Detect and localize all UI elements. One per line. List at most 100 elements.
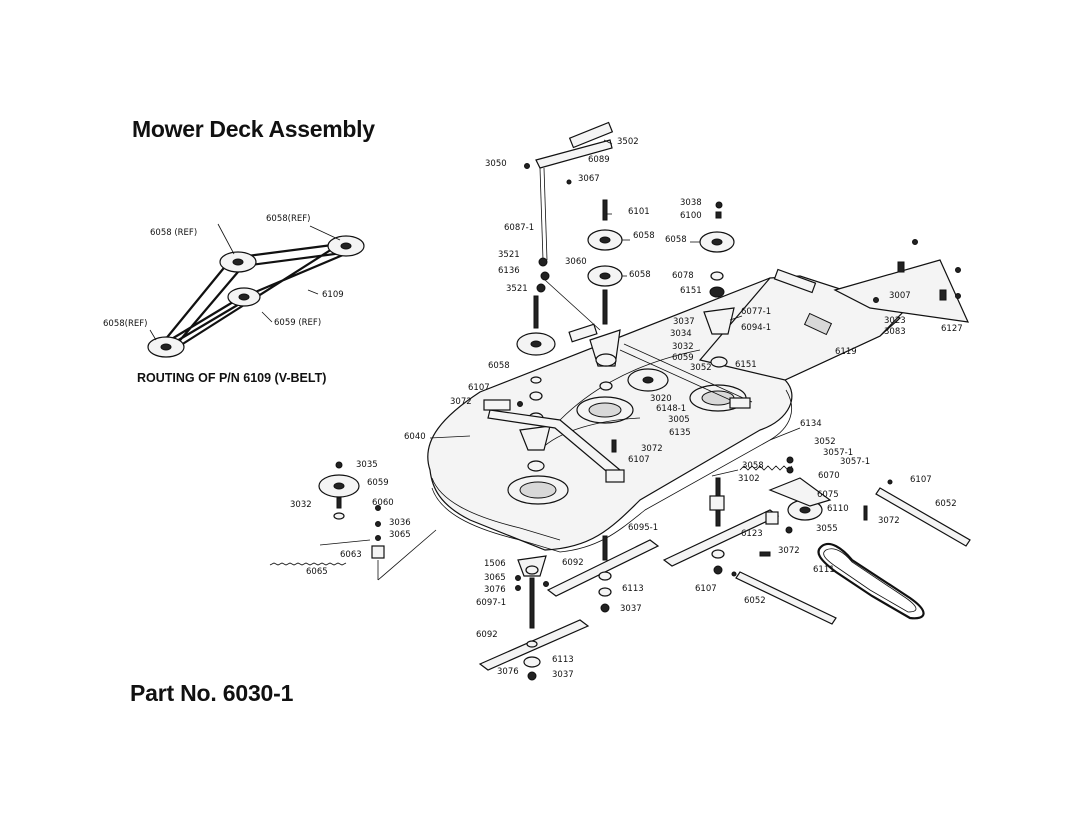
callout-6107: 6107 xyxy=(628,455,650,465)
callout-3037: 3037 xyxy=(673,317,695,327)
callout-3005: 3005 xyxy=(668,415,690,425)
callout-6110: 6110 xyxy=(827,504,849,514)
callout-6092: 6092 xyxy=(476,630,498,640)
rear-bracket-6127 xyxy=(833,239,969,323)
callout-3076: 3076 xyxy=(484,585,506,595)
routing-caption: ROUTING OF P/N 6109 (V-BELT) xyxy=(137,371,327,385)
callout-6059: 6059 xyxy=(672,353,694,363)
callout-6052: 6052 xyxy=(935,499,957,509)
callout-6135: 6135 xyxy=(669,428,691,438)
callout-6052: 6052 xyxy=(744,596,766,606)
callout-6136: 6136 xyxy=(498,266,520,276)
callout-6077-1: 6077-1 xyxy=(741,307,771,317)
callout-6089: 6089 xyxy=(588,155,610,165)
callout-3502: 3502 xyxy=(617,137,639,147)
callout-3037: 3037 xyxy=(620,604,642,614)
part-number: Part No. 6030-1 xyxy=(130,680,294,706)
callout-3036: 3036 xyxy=(389,518,411,528)
callout-3055: 3055 xyxy=(816,524,838,534)
callout-6101: 6101 xyxy=(628,207,650,217)
callout-6123: 6123 xyxy=(741,529,763,539)
right-idler-assembly xyxy=(709,456,832,534)
callout-1506: 1506 xyxy=(484,559,506,569)
top-pulley-stack-right xyxy=(699,201,735,368)
callout-6087-1: 6087-1 xyxy=(504,223,534,233)
callout-6058: 6058 xyxy=(665,235,687,245)
callout-6097-1: 6097-1 xyxy=(476,598,506,608)
callout-3032: 3032 xyxy=(672,342,694,352)
callout-6063: 6063 xyxy=(340,550,362,560)
callout-3057-1: 3057-1 xyxy=(840,457,870,467)
rod-6052-upper xyxy=(863,479,971,547)
top-pulley-stack-left xyxy=(587,199,623,391)
callout-6113: 6113 xyxy=(552,655,574,665)
callout-3035: 3035 xyxy=(356,460,378,470)
v-belt-6111 xyxy=(817,542,925,620)
spindle-group-left xyxy=(269,461,437,581)
callout-3102: 3102 xyxy=(738,474,760,484)
callout-6094-1: 6094-1 xyxy=(741,323,771,333)
callout-6092: 6092 xyxy=(562,558,584,568)
blade-6092-upper xyxy=(546,535,660,613)
callout-3007: 3007 xyxy=(889,291,911,301)
callout-3034: 3034 xyxy=(670,329,692,339)
callout-3076: 3076 xyxy=(497,667,519,677)
callout-6111: 6111 xyxy=(813,565,835,575)
mower-deck-housing xyxy=(427,268,907,553)
callout-3072: 3072 xyxy=(641,444,663,454)
callout-3037: 3037 xyxy=(552,670,574,680)
callout-6095-1: 6095-1 xyxy=(628,523,658,533)
callout-3083: 3083 xyxy=(884,327,906,337)
blade-6092-lower xyxy=(478,619,590,681)
callout-6134: 6134 xyxy=(800,419,822,429)
callout-6059: 6059 xyxy=(367,478,389,488)
leader-lines xyxy=(429,139,801,441)
callout-6151: 6151 xyxy=(735,360,757,370)
callout-6058: 6058 xyxy=(488,361,510,371)
belt-routing-inset xyxy=(147,223,365,358)
callout-3060: 3060 xyxy=(565,257,587,267)
callout-6070: 6070 xyxy=(818,471,840,481)
blade-right xyxy=(662,509,780,575)
page-title: Mower Deck Assembly xyxy=(132,116,375,142)
callout-3038: 3038 xyxy=(680,198,702,208)
lift-handle-assembly xyxy=(524,121,614,343)
callout-3065: 3065 xyxy=(389,530,411,540)
callout-6058: 6058 xyxy=(633,231,655,241)
handle-grip-3502 xyxy=(568,121,614,149)
callout-6075: 6075 xyxy=(817,490,839,500)
callout-6058: 6058 xyxy=(629,270,651,280)
routing-label-6058-ref-: 6058 (REF) xyxy=(150,228,197,238)
handle-arm-6089 xyxy=(535,139,613,169)
callout-6100: 6100 xyxy=(680,211,702,221)
left-spindle-pulley-6058 xyxy=(516,295,556,472)
callout-6119: 6119 xyxy=(835,347,857,357)
callout-6060: 6060 xyxy=(372,498,394,508)
callout-6107: 6107 xyxy=(468,383,490,393)
callout-3521: 3521 xyxy=(498,250,520,260)
lower-spindle-1506 xyxy=(515,555,549,629)
callout-6113: 6113 xyxy=(622,584,644,594)
callout-3050: 3050 xyxy=(485,159,507,169)
callout-6107: 6107 xyxy=(910,475,932,485)
callout-3052: 3052 xyxy=(814,437,836,447)
callout-3065: 3065 xyxy=(484,573,506,583)
callout-3052: 3052 xyxy=(690,363,712,373)
center-idler-pulley-6059 xyxy=(619,343,753,409)
callout-3072: 3072 xyxy=(450,397,472,407)
callout-6078: 6078 xyxy=(672,271,694,281)
callout-3072: 3072 xyxy=(778,546,800,556)
callout-3058: 3058 xyxy=(742,461,764,471)
routing-label-6058-ref-: 6058(REF) xyxy=(103,319,147,329)
callout-3072: 3072 xyxy=(878,516,900,526)
callout-3521: 3521 xyxy=(506,284,528,294)
callout-6107: 6107 xyxy=(695,584,717,594)
spring-6134 xyxy=(711,465,793,477)
callout-3023: 3023 xyxy=(884,316,906,326)
left-idler-arm xyxy=(483,399,625,483)
callout-6148-1: 6148-1 xyxy=(656,404,686,414)
routing-label-6058-ref-: 6058(REF) xyxy=(266,214,310,224)
